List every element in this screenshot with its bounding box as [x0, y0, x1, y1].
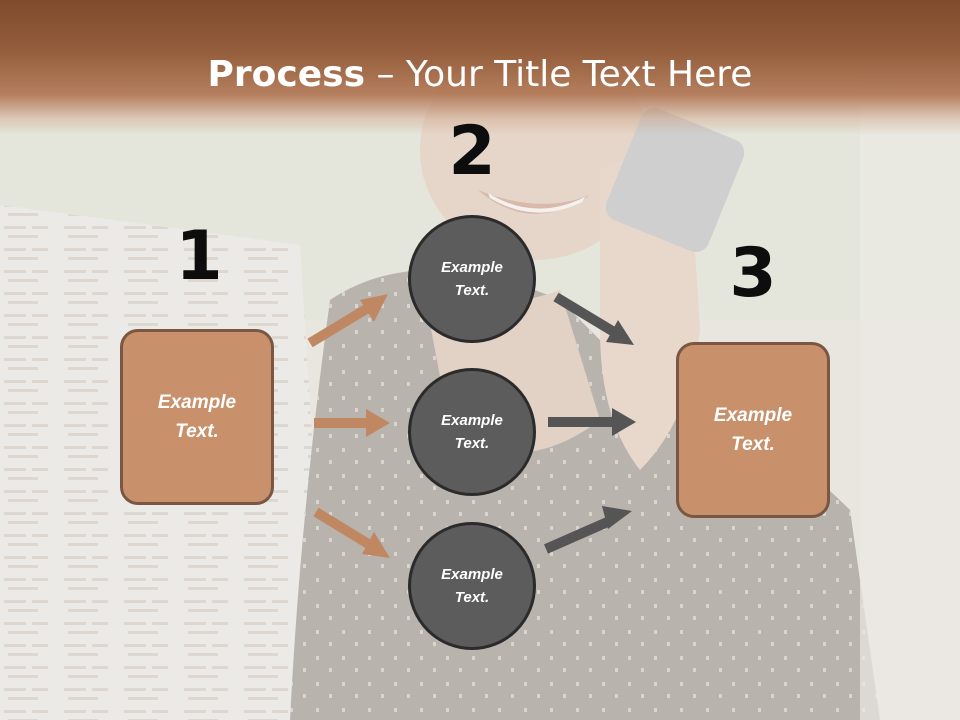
- step-1-box-line1: Example: [157, 392, 237, 413]
- circle-top-line2: Text.: [454, 282, 490, 299]
- step-number-1: 1: [175, 217, 223, 296]
- circle-top-line1: Example: [441, 259, 503, 276]
- circle-middle-line1: Example: [441, 412, 503, 429]
- arrow-circle-top-to-box3: [553, 292, 634, 345]
- title-rest-part: – Your Title Text Here: [365, 54, 753, 95]
- arrow-box1-to-circle-bottom: [313, 507, 390, 558]
- circle-middle-line2: Text.: [454, 435, 490, 452]
- step-number-3: 3: [729, 234, 777, 313]
- title-band: [0, 0, 960, 135]
- step-3-box-line1: Example: [713, 405, 793, 426]
- step-number-2: 2: [448, 112, 496, 191]
- arrow-box1-to-circle-middle: [314, 409, 390, 437]
- slide-title: Process – Your Title Text Here: [0, 52, 960, 98]
- circle-bottom-line2: Text.: [454, 589, 490, 606]
- arrow-box1-to-circle-top: [307, 294, 388, 348]
- title-bold-part: Process: [207, 54, 366, 95]
- arrow-circle-bottom-to-box3: [543, 506, 632, 554]
- step-3-box-line2: Text.: [731, 434, 775, 455]
- arrow-circle-middle-to-box3: [548, 408, 636, 436]
- circle-bottom-line1: Example: [441, 566, 503, 583]
- step-1-box-line2: Text.: [175, 421, 219, 442]
